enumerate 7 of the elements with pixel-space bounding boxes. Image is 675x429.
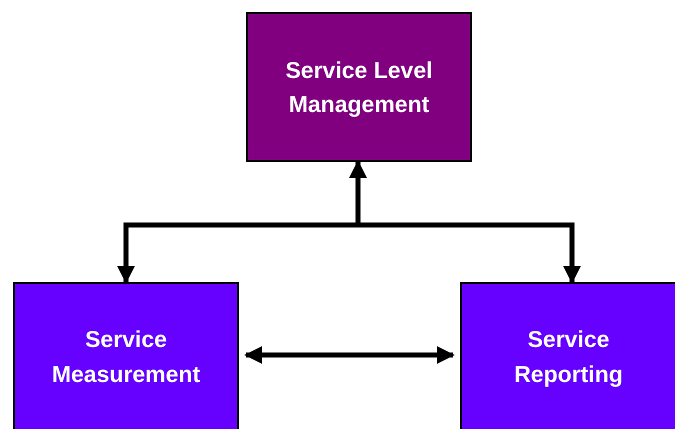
process-box — [13, 282, 239, 429]
process-box — [246, 12, 472, 162]
connector-arrow — [244, 346, 455, 364]
process-box — [460, 282, 675, 429]
box-label: Service Reporting — [513, 325, 624, 389]
box-label: Service Level Management — [284, 56, 434, 119]
box-label: Service Measurement — [50, 325, 202, 388]
